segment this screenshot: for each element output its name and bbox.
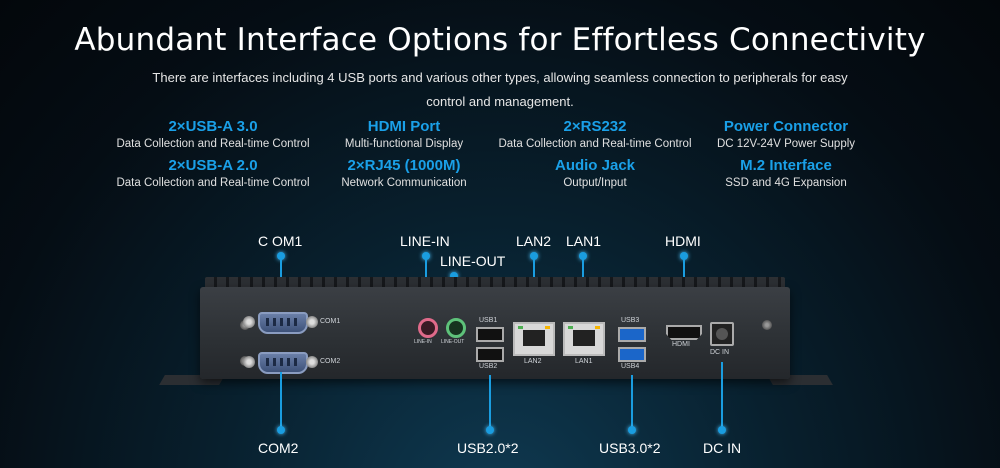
callout-dot [277,426,285,434]
port-label-dc-in: DC IN [710,349,730,356]
callout-dot [486,426,494,434]
feature-desc: Data Collection and Real-time Control [116,138,310,150]
port-label-line-out: LINE-OUT [441,339,465,345]
port-label-hdmi: HDMI [672,341,690,348]
db9-nut-icon [243,316,255,328]
callout-lan2: LAN2 [516,233,552,249]
heatsink-fins [205,277,785,289]
feature-desc: Network Communication [341,177,467,189]
feature-title: 2×USB-A 3.0 [168,118,258,135]
port-label-usb2: USB2 [479,363,498,370]
com2-port [258,352,308,374]
feature-desc: Data Collection and Real-time Control [498,138,692,150]
feature-usb20: 2×USB-A 2.0 Data Collection and Real-tim… [103,157,323,191]
usb3-port [618,327,646,342]
db9-nut-icon [306,316,318,328]
screw-icon [762,320,772,330]
callout-usb30: USB3.0*2 [599,440,661,456]
callout-dc-in: DC IN [703,440,742,456]
usb2-port [476,347,504,362]
port-label-usb4: USB4 [621,363,640,370]
hdmi-port [666,325,702,340]
dc-in-port [710,322,734,346]
port-label-usb1: USB1 [479,317,498,324]
feature-power: Power Connector DC 12V-24V Power Supply [676,118,896,152]
lan1-port [563,322,605,356]
feature-rj45: 2×RJ45 (1000M) Network Communication [294,157,514,191]
lan2-port [513,322,555,356]
page-subtitle: There are interfaces including 4 USB por… [152,70,848,109]
leader-line [489,375,491,428]
port-label-com1: COM1 [320,318,341,325]
feature-desc: Data Collection and Real-time Control [116,177,310,189]
feature-title: HDMI Port [367,118,441,135]
port-label-line-in: LINE-IN [414,339,432,345]
callout-dot [718,426,726,434]
callout-com1: C OM1 [258,233,303,249]
callout-com2: COM2 [258,440,299,456]
port-label-usb3: USB3 [621,317,640,324]
feature-desc: Output/Input [563,177,627,189]
port-label-com2: COM2 [320,358,341,365]
usb4-port [618,347,646,362]
leader-line [631,375,633,428]
db9-nut-icon [306,356,318,368]
feature-desc: Multi-functional Display [344,138,464,150]
feature-desc: SSD and 4G Expansion [725,177,847,189]
line-out-jack [446,318,466,338]
feature-title: Power Connector [723,118,849,135]
feature-m2: M.2 Interface SSD and 4G Expansion [676,157,896,191]
line-in-jack [418,318,438,338]
callout-line-out: LINE-OUT [440,253,506,269]
com1-port [258,312,308,334]
feature-desc: DC 12V-24V Power Supply [716,138,856,150]
port-label-lan2: LAN2 [524,358,542,365]
feature-hdmi: HDMI Port Multi-functional Display [294,118,514,152]
feature-usb30: 2×USB-A 3.0 Data Collection and Real-tim… [103,118,323,152]
feature-audio: Audio Jack Output/Input [485,157,705,191]
feature-title: 2×RJ45 (1000M) [347,157,461,174]
port-label-lan1: LAN1 [575,358,593,365]
feature-rs232: 2×RS232 Data Collection and Real-time Co… [485,118,705,152]
feature-title: 2×RS232 [563,118,627,135]
leader-line [721,362,723,428]
leader-line [280,372,282,428]
feature-title: 2×USB-A 2.0 [168,157,258,174]
callout-hdmi: HDMI [665,233,701,249]
callout-dot [628,426,636,434]
callout-line-in: LINE-IN [400,233,450,249]
callout-usb20: USB2.0*2 [457,440,519,456]
page-title: Abundant Interface Options for Effortles… [74,22,926,58]
callout-lan1: LAN1 [566,233,602,249]
db9-nut-icon [243,356,255,368]
usb1-port [476,327,504,342]
feature-title: Audio Jack [554,157,636,174]
feature-title: M.2 Interface [740,157,832,174]
